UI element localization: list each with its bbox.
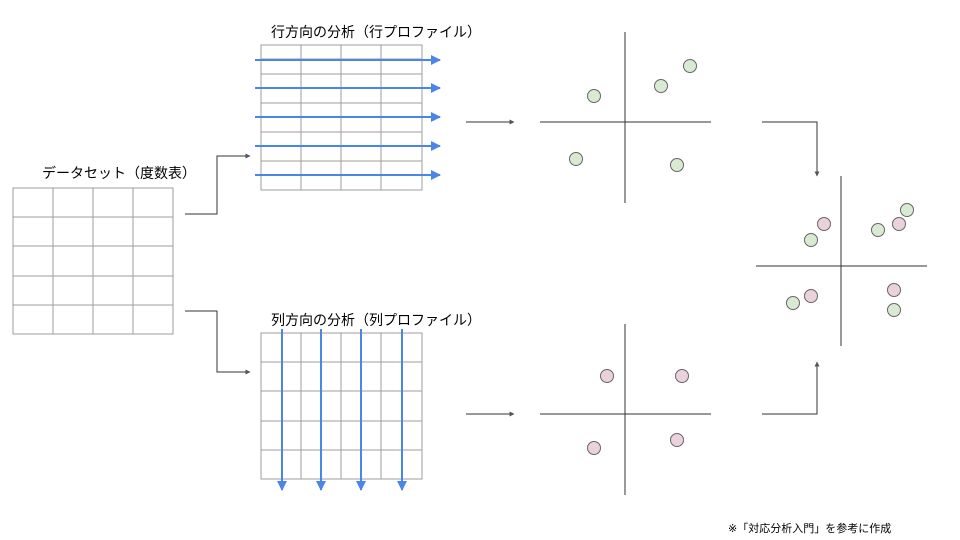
column-scatter-plot xyxy=(540,324,711,495)
column-direction-arrows xyxy=(277,329,407,491)
row-point xyxy=(587,89,601,103)
combined-row-point xyxy=(786,296,800,310)
dataset-table xyxy=(12,187,174,335)
combined-row-point xyxy=(887,303,901,317)
row-point xyxy=(654,79,668,93)
combined-column-point xyxy=(804,289,818,303)
row-direction-arrows xyxy=(255,55,441,180)
combined-column-point xyxy=(817,217,831,231)
column-point xyxy=(670,433,684,447)
column-point xyxy=(600,369,614,383)
column-point xyxy=(675,369,689,383)
dataset-title: データセット（度数表） xyxy=(42,166,196,182)
combined-row-point xyxy=(900,203,914,217)
row-point xyxy=(569,152,583,166)
connectors xyxy=(185,119,820,417)
column-point xyxy=(587,441,601,455)
row-scatter-plot xyxy=(540,32,711,203)
column-analysis-title: 列方向の分析（列プロファイル） xyxy=(271,313,481,329)
combined-row-point xyxy=(804,233,818,247)
connector-col-plot-to-combined xyxy=(762,361,820,415)
combined-column-point xyxy=(887,283,901,297)
connector-to-row xyxy=(185,153,251,215)
row-point xyxy=(670,158,684,172)
combined-scatter-plot xyxy=(756,176,927,346)
row-point xyxy=(683,59,697,73)
combined-row-point xyxy=(871,223,885,237)
connector-to-column xyxy=(185,310,251,375)
footnote: ※「対応分析入門」を参考に作成 xyxy=(728,522,892,535)
row-analysis-title: 行方向の分析（行プロファイル） xyxy=(271,25,481,41)
column-profile-table xyxy=(260,332,423,480)
connector-row-plot-to-combined xyxy=(762,121,820,177)
combined-column-point xyxy=(892,217,906,231)
